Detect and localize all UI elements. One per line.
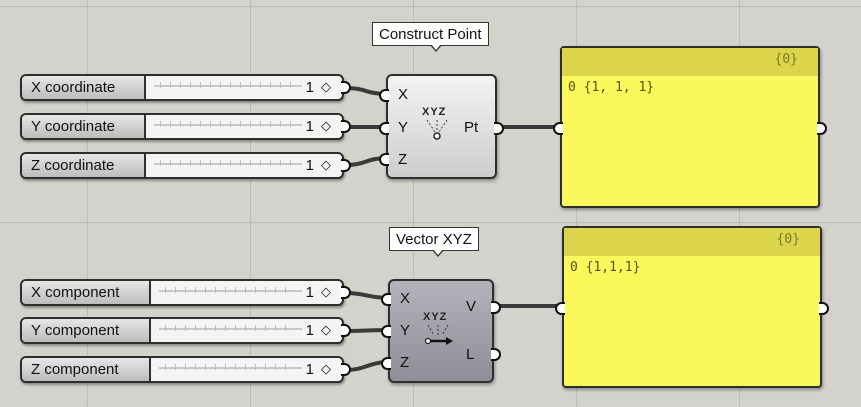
slider-label: Y component xyxy=(22,319,151,342)
output-panel-point[interactable]: {0} 0 {1, 1, 1} xyxy=(553,46,827,208)
slider-value: 1 xyxy=(305,118,314,135)
input-label-x: X xyxy=(398,86,409,103)
xyz-point-icon: XYZ xyxy=(421,106,455,142)
input-port-z[interactable] xyxy=(381,357,391,370)
panel-row: 0 {1, 1, 1} xyxy=(568,80,654,95)
xyz-vector-glyph xyxy=(424,324,453,345)
output-port[interactable] xyxy=(341,363,351,376)
xyz-vector-icon: XYZ xyxy=(420,311,456,347)
output-port-pt[interactable] xyxy=(494,122,504,135)
panel-row-value: {1,1,1} xyxy=(585,260,641,275)
output-port-l[interactable] xyxy=(491,348,501,361)
panel-row: 0 {1,1,1} xyxy=(570,260,640,275)
output-port-v[interactable] xyxy=(491,301,501,314)
slider-value: 1 xyxy=(305,79,314,96)
panel-input-port[interactable] xyxy=(553,122,563,135)
output-panel-vector[interactable]: {0} 0 {1,1,1} xyxy=(555,226,829,388)
slider-z-coordinate[interactable]: Z coordinate 1 ◇ xyxy=(20,152,351,179)
slider-value: 1 xyxy=(305,322,314,339)
input-port-x[interactable] xyxy=(379,89,389,102)
slider-grip-icon[interactable]: ◇ xyxy=(321,79,331,94)
tooltip-text: Construct Point xyxy=(379,26,482,43)
slider-grip-icon[interactable]: ◇ xyxy=(321,118,331,133)
construct-point-tooltip: Construct Point xyxy=(372,22,489,52)
output-port[interactable] xyxy=(341,324,351,337)
panel-output-port[interactable] xyxy=(819,302,829,315)
panel-path: {0} xyxy=(774,52,798,67)
slider-grip-icon[interactable]: ◇ xyxy=(321,284,331,299)
panel-input-port[interactable] xyxy=(555,302,565,315)
slider-ticks xyxy=(160,121,294,127)
output-port[interactable] xyxy=(341,159,351,172)
input-port-y[interactable] xyxy=(381,325,391,338)
slider-y-component[interactable]: Y component 1 ◇ xyxy=(20,317,351,344)
output-label-v: V xyxy=(466,298,477,315)
icon-label: XYZ xyxy=(423,311,448,323)
icon-label: XYZ xyxy=(422,106,447,118)
slider-ticks xyxy=(165,287,294,293)
panel-header xyxy=(564,228,820,256)
panel-header xyxy=(562,48,818,76)
panel-path: {0} xyxy=(776,232,800,247)
slider-y-coordinate[interactable]: Y coordinate 1 ◇ xyxy=(20,113,351,140)
xyz-point-glyph xyxy=(426,119,448,140)
slider-label: Z component xyxy=(22,358,151,381)
slider-label: Z coordinate xyxy=(22,154,146,177)
slider-ticks xyxy=(165,364,294,370)
input-port-z[interactable] xyxy=(379,153,389,166)
panel-row-index: 0 xyxy=(568,80,576,95)
slider-label: Y coordinate xyxy=(22,115,146,138)
output-port[interactable] xyxy=(341,81,351,94)
panel-row-value: {1, 1, 1} xyxy=(583,80,655,95)
input-port-y[interactable] xyxy=(379,122,389,135)
slider-grip-icon[interactable]: ◇ xyxy=(321,322,331,337)
slider-value: 1 xyxy=(305,284,314,301)
slider-z-component[interactable]: Z component 1 ◇ xyxy=(20,356,351,383)
vector-xyz-tooltip: Vector XYZ xyxy=(389,227,479,257)
slider-ticks xyxy=(165,325,294,331)
construct-point-component[interactable]: X Y Z XYZ Pt xyxy=(379,74,504,179)
input-port-x[interactable] xyxy=(381,293,391,306)
slider-grip-icon[interactable]: ◇ xyxy=(321,361,331,376)
output-label-l: L xyxy=(466,346,475,363)
tooltip-arrow-inner xyxy=(431,44,441,50)
input-label-y: Y xyxy=(398,119,409,136)
slider-value: 1 xyxy=(305,361,314,378)
vector-xyz-component[interactable]: X Y Z XYZ V L xyxy=(381,279,501,383)
tooltip-arrow-inner xyxy=(433,249,443,255)
slider-value: 1 xyxy=(305,157,314,174)
output-port[interactable] xyxy=(341,286,351,299)
output-port[interactable] xyxy=(341,120,351,133)
input-label-y: Y xyxy=(400,322,411,339)
slider-ticks xyxy=(160,160,294,166)
panel-row-index: 0 xyxy=(570,260,578,275)
panel-output-port[interactable] xyxy=(817,122,827,135)
slider-x-component[interactable]: X component 1 ◇ xyxy=(20,279,351,306)
slider-label: X component xyxy=(22,281,151,304)
tooltip-text: Vector XYZ xyxy=(396,231,472,248)
slider-label: X coordinate xyxy=(22,76,146,99)
input-label-z: Z xyxy=(400,354,410,371)
slider-grip-icon[interactable]: ◇ xyxy=(321,157,331,172)
slider-x-coordinate[interactable]: X coordinate 1 ◇ xyxy=(20,74,351,101)
input-label-z: Z xyxy=(398,151,408,168)
slider-ticks xyxy=(160,82,294,88)
output-label-pt: Pt xyxy=(464,119,479,136)
input-label-x: X xyxy=(400,290,411,307)
